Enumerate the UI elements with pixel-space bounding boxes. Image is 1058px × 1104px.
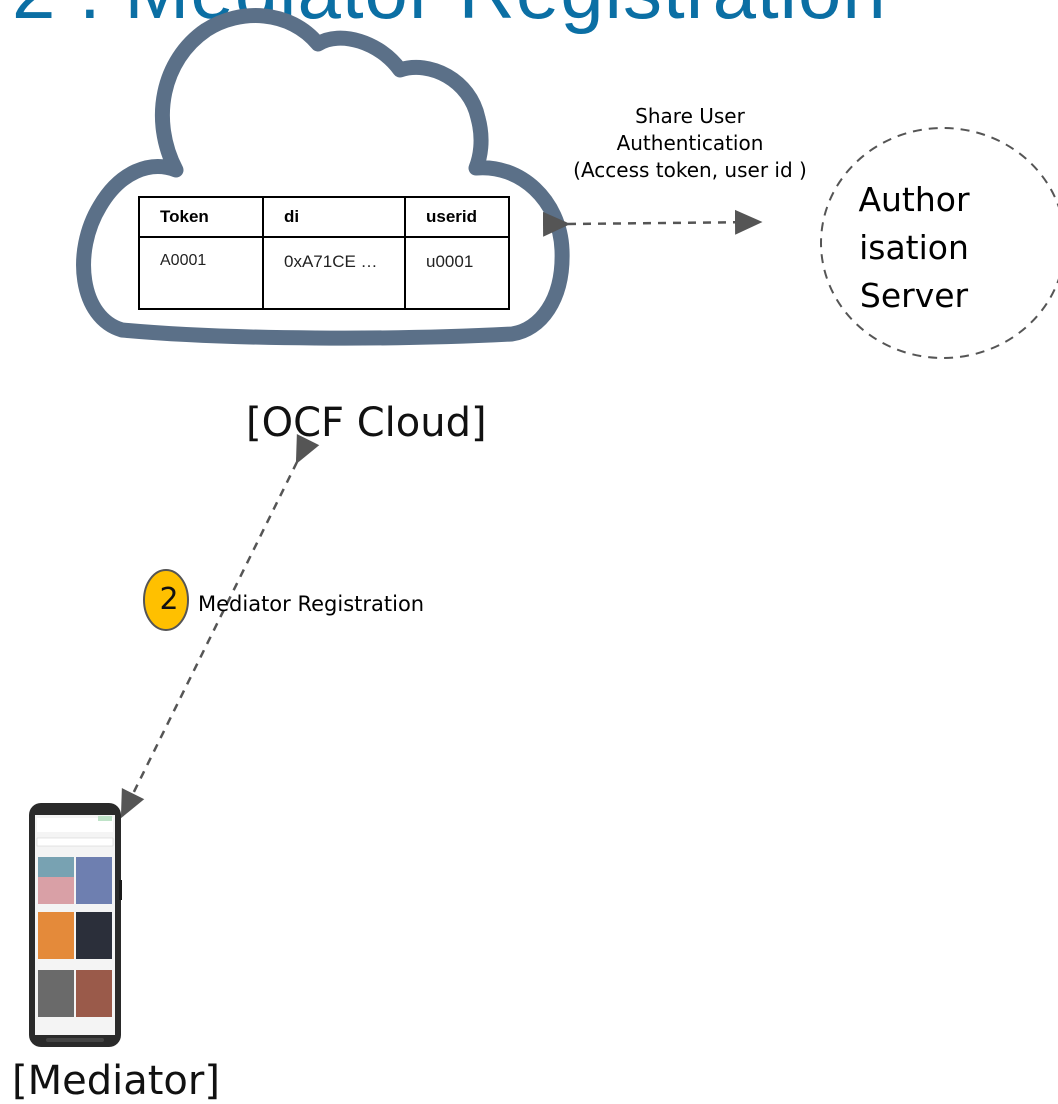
table-row: A0001 0xA71CE … u0001 [138, 236, 510, 310]
ocf-cloud-label: [OCF Cloud] [246, 400, 487, 446]
auth-line-2: isation [859, 228, 969, 267]
registration-label: Mediator Registration [198, 592, 425, 616]
registration-arrow [120, 434, 320, 819]
page-title: 2 . Mediator Registration [12, 0, 887, 30]
share-line-3: (Access token, user id ) [573, 158, 807, 182]
share-line-2: Authentication [616, 131, 764, 155]
table-header-row: Token di userid [138, 196, 510, 238]
cell-di: 0xA71CE … [262, 236, 406, 310]
step-number: 2 [159, 582, 179, 617]
mediator-label: [Mediator] [12, 1058, 220, 1104]
header-token: Token [138, 196, 264, 238]
cell-token: A0001 [138, 236, 264, 310]
share-auth-arrow [542, 209, 763, 237]
token-table: Token di userid A0001 0xA71CE … u0001 [138, 196, 510, 310]
header-di: di [262, 196, 406, 238]
share-line-1: Share User [635, 104, 745, 128]
smartphone-icon [29, 803, 122, 1047]
auth-line-1: Author [858, 180, 970, 219]
authorisation-server-label: Author isation Server [843, 176, 985, 320]
share-auth-label: Share User Authentication (Access token,… [532, 103, 848, 184]
authorisation-server-circle [820, 127, 1058, 359]
auth-line-3: Server [859, 276, 969, 315]
step-badge [143, 569, 189, 631]
cell-userid: u0001 [404, 236, 510, 310]
header-userid: userid [404, 196, 510, 238]
